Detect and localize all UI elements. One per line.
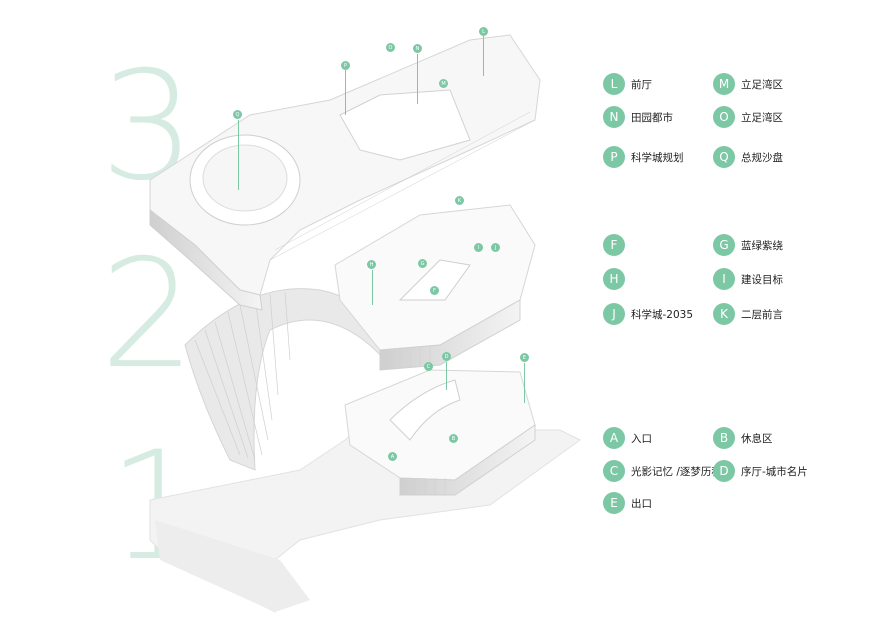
legend-item-p: P 科学城规划 — [603, 146, 684, 168]
legend-badge: G — [713, 234, 735, 256]
legend-badge: K — [713, 303, 735, 325]
floor-2-block — [334, 204, 536, 371]
legend-label: 光影记忆 /逐梦历程 — [631, 465, 722, 478]
legend-item-a: A 入口 — [603, 427, 652, 449]
legend-label: 出口 — [631, 497, 652, 510]
legend-badge: I — [713, 268, 735, 290]
legend-item-d: D 序厅-城市名片 — [713, 460, 808, 482]
legend-badge: P — [603, 146, 625, 168]
legend-badge: D — [713, 460, 735, 482]
floor-3-block — [149, 34, 541, 311]
legend-badge: J — [603, 303, 625, 325]
legend-label: 入口 — [631, 432, 652, 445]
legend-label: 二层前言 — [741, 308, 783, 321]
map-marker-m: M — [439, 79, 448, 88]
map-marker-c: C — [424, 362, 433, 371]
legend-item-b: B 休息区 — [713, 427, 773, 449]
map-marker-b: B — [449, 434, 458, 443]
legend-badge: F — [603, 234, 625, 256]
map-marker-g: G — [418, 259, 427, 268]
legend-label: 休息区 — [741, 432, 773, 445]
legend-item-k: K 二层前言 — [713, 303, 783, 325]
map-marker-n: N — [413, 44, 422, 53]
map-marker-h: H — [367, 260, 376, 269]
legend-badge: C — [603, 460, 625, 482]
map-marker-a: A — [388, 452, 397, 461]
legend-item-e: E 出口 — [603, 492, 652, 514]
map-marker-j: J — [491, 243, 500, 252]
legend-badge: H — [603, 268, 625, 290]
legend-badge: E — [603, 492, 625, 514]
legend-label: 科学城-2035 — [631, 308, 694, 321]
legend-label: 田园都市 — [631, 111, 673, 124]
legend-badge: B — [713, 427, 735, 449]
legend-item-g: G 蓝绿紫绕 — [713, 234, 783, 256]
map-marker-q: Q — [233, 110, 242, 119]
arch-ribs — [194, 291, 291, 461]
legend-badge: N — [603, 106, 625, 128]
legend-label: 立足湾区 — [741, 111, 783, 124]
map-marker-d: D — [442, 352, 451, 361]
legend-badge: O — [713, 106, 735, 128]
legend-label: 前厅 — [631, 78, 652, 91]
legend-item-o: O 立足湾区 — [713, 106, 783, 128]
map-marker-p: P — [341, 61, 350, 70]
legend-item-h: H — [603, 268, 631, 290]
legend-item-f: F — [603, 234, 631, 256]
legend-label: 序厅-城市名片 — [741, 465, 808, 478]
legend-badge: Q — [713, 146, 735, 168]
legend-item-j: J 科学城-2035 — [603, 303, 693, 325]
arch-roof — [184, 288, 396, 471]
map-marker-k: K — [455, 196, 464, 205]
map-marker-o: O — [386, 43, 395, 52]
legend-item-m: M 立足湾区 — [713, 73, 783, 95]
map-marker-e: E — [520, 353, 529, 362]
floor-1-plaza — [155, 520, 310, 612]
legend-badge: A — [603, 427, 625, 449]
legend-item-l: L 前厅 — [603, 73, 652, 95]
legend-label: 总规沙盘 — [741, 151, 783, 164]
legend-label: 建设目标 — [741, 273, 783, 286]
legend-item-n: N 田园都市 — [603, 106, 673, 128]
map-marker-f: F — [430, 286, 439, 295]
legend-item-c: C 光影记忆 /逐梦历程 — [603, 460, 722, 482]
map-marker-i: I — [474, 243, 483, 252]
legend-label: 蓝绿紫绕 — [741, 239, 783, 252]
legend-label: 科学城规划 — [631, 151, 684, 164]
map-marker-l: L — [479, 27, 488, 36]
legend-badge: L — [603, 73, 625, 95]
legend-badge: M — [713, 73, 735, 95]
legend-label: 立足湾区 — [741, 78, 783, 91]
legend-item-i: I 建设目标 — [713, 268, 783, 290]
legend-item-q: Q 总规沙盘 — [713, 146, 783, 168]
